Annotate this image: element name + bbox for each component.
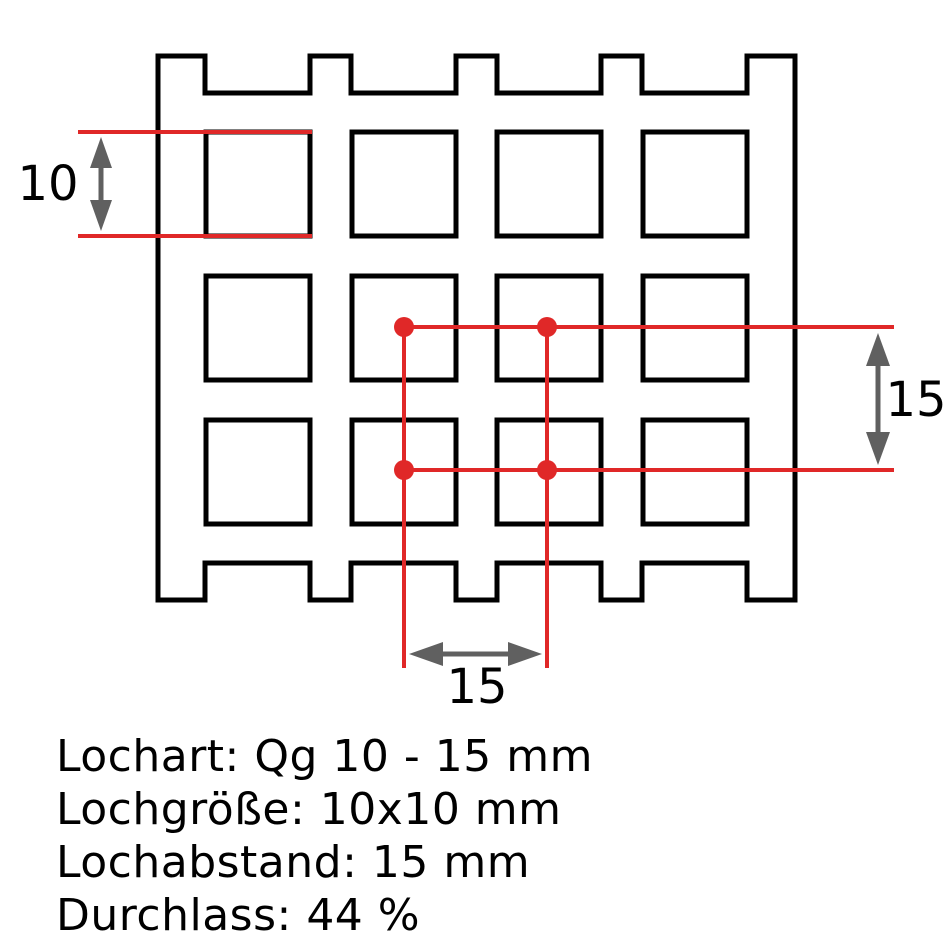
- arrow-right-icon: [508, 642, 542, 666]
- square-hole: [203, 417, 313, 527]
- spec-open-area: Durchlass: 44 %: [56, 890, 421, 941]
- specification-list: Lochart: Qg 10 - 15 mm Lochgröße: 10x10 …: [56, 730, 593, 942]
- square-hole: [203, 129, 313, 239]
- center-point: [537, 460, 557, 480]
- pitch-lines: [402, 325, 894, 668]
- spec-hole-pitch: Lochabstand: 15 mm: [56, 837, 531, 888]
- horizontal-pitch-dimension: 15: [409, 642, 542, 715]
- spec-hole-size: Lochgröße: 10x10 mm: [56, 784, 562, 835]
- vertical-pitch-label: 15: [885, 372, 946, 428]
- center-point: [394, 460, 414, 480]
- arrow-up-icon: [866, 333, 890, 366]
- square-hole: [349, 129, 459, 239]
- hole-size-dimension: 10: [17, 130, 312, 238]
- square-hole: [640, 129, 750, 239]
- spec-hole-type: Lochart: Qg 10 - 15 mm: [56, 731, 593, 782]
- arrow-down-icon: [866, 432, 890, 465]
- hole-size-label: 10: [17, 156, 78, 212]
- hole-centers: [394, 317, 557, 480]
- plate-outline: [155, 53, 798, 603]
- arrow-left-icon: [409, 642, 443, 666]
- square-hole: [203, 273, 313, 383]
- square-hole: [494, 129, 604, 239]
- arrow-up-icon: [90, 137, 112, 168]
- center-point: [537, 317, 557, 337]
- vertical-pitch-dimension: 15: [866, 333, 947, 465]
- center-point: [394, 317, 414, 337]
- arrow-down-icon: [90, 200, 112, 231]
- horizontal-pitch-label: 15: [446, 659, 507, 715]
